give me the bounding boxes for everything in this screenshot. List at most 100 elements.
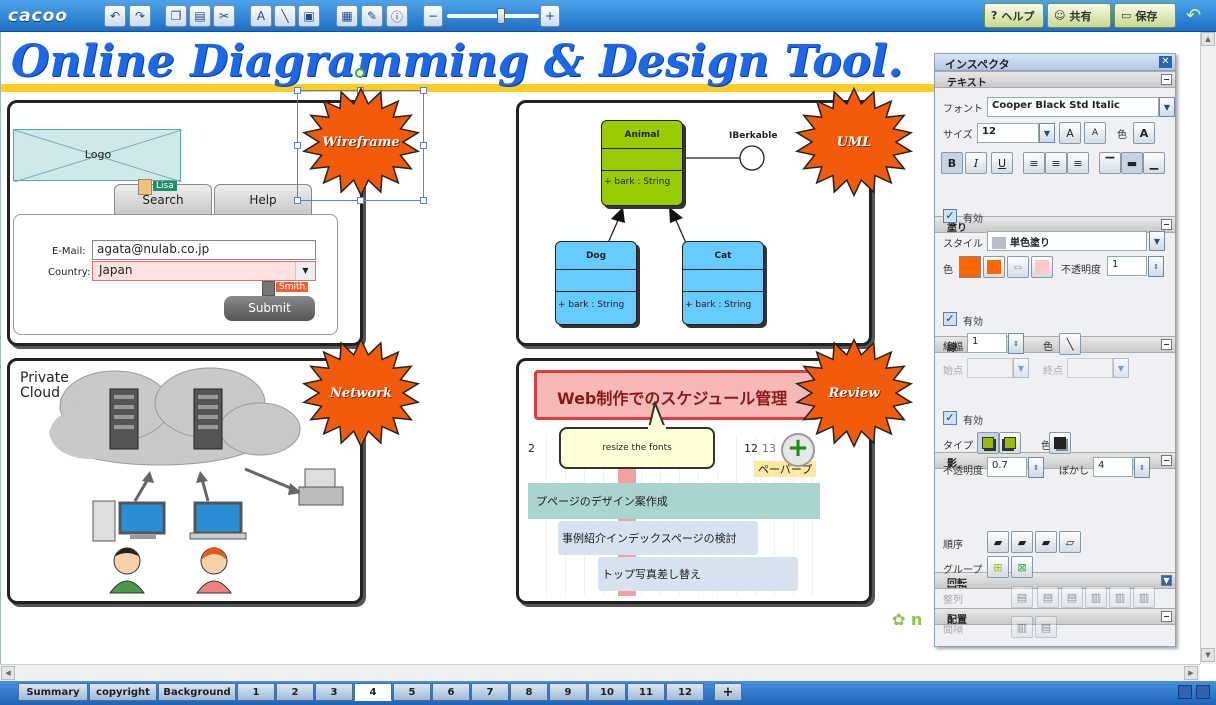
review-header[interactable]: Web制作でのスケジュール管理 <box>534 370 820 420</box>
prev-page-icon[interactable] <box>1178 685 1192 699</box>
undo-icon[interactable]: ↶ <box>104 5 126 27</box>
chevron-down-icon[interactable]: ▼ <box>1039 123 1055 143</box>
scroll-left-icon[interactable]: ◀ <box>1 666 15 680</box>
fill-enabled-checkbox[interactable]: ✓ <box>943 209 957 223</box>
resize-handle[interactable] <box>420 87 427 94</box>
chevron-down-icon[interactable]: ▼ <box>1013 358 1029 378</box>
collapse-icon[interactable]: − <box>1161 455 1172 466</box>
align-center-icon[interactable]: ≡ <box>1045 152 1067 174</box>
collapse-icon[interactable]: − <box>1161 339 1172 350</box>
stencil-icon[interactable]: ▦ <box>336 5 358 27</box>
align-icon[interactable]: ▥ <box>1085 586 1107 608</box>
scroll-up-icon[interactable]: ▲ <box>1201 32 1215 46</box>
bold-icon[interactable]: B <box>941 152 963 174</box>
resize-handle[interactable] <box>294 197 301 204</box>
shadow-type-icon[interactable] <box>999 432 1021 454</box>
page-tab[interactable]: Background <box>158 683 236 701</box>
uml-burst[interactable]: UML <box>790 86 918 198</box>
shadow-color-icon[interactable] <box>1049 432 1071 454</box>
uml-class-dog[interactable]: Dog + bark : String <box>555 241 637 325</box>
logo-placeholder[interactable]: Logo <box>13 129 182 182</box>
chevron-down-icon[interactable]: ▼ <box>1149 231 1165 251</box>
wireframe-panel[interactable]: Logo Search Help Lisa E-Mail: agata@nula… <box>7 100 363 346</box>
section-arrange[interactable]: 配置− <box>935 608 1175 626</box>
share-button[interactable]: ☺共有 <box>1047 3 1111 28</box>
page-tab[interactable]: 12 <box>666 683 704 701</box>
close-icon[interactable]: ✕ <box>1159 56 1172 68</box>
zoom-slider[interactable] <box>447 14 539 18</box>
resize-handle[interactable] <box>420 197 427 204</box>
next-page-icon[interactable] <box>1196 685 1210 699</box>
back-icon[interactable]: ↶ <box>1186 5 1202 26</box>
email-field[interactable]: agata@nulab.co.jp <box>92 240 316 260</box>
scroll-right-icon[interactable]: ▶ <box>1184 666 1198 680</box>
align-icon[interactable]: ▤ <box>1061 586 1083 608</box>
expand-icon[interactable]: ▼ <box>1161 575 1172 586</box>
stepper-icon[interactable]: ⇕ <box>1008 333 1024 354</box>
horizontal-scrollbar[interactable]: ◀ ▶ <box>0 664 1200 681</box>
page-tab[interactable]: 1 <box>237 683 275 701</box>
info-icon[interactable]: ⓘ <box>386 5 408 27</box>
send-backward-icon[interactable]: ▰ <box>1035 531 1057 553</box>
submit-button[interactable]: Submit <box>224 296 315 321</box>
page-tab[interactable]: 3 <box>315 683 353 701</box>
bring-forward-icon[interactable]: ▰ <box>1011 531 1033 553</box>
copy-icon[interactable]: ❐ <box>165 5 187 27</box>
ungroup-icon[interactable]: ⊠ <box>1011 556 1033 578</box>
country-select[interactable]: Japan▼ <box>92 261 316 281</box>
align-icon[interactable]: ▥ <box>1109 586 1131 608</box>
align-icon[interactable]: ▤ <box>1011 586 1033 608</box>
start-point-select[interactable] <box>967 358 1013 378</box>
collapse-icon[interactable]: − <box>1161 611 1172 622</box>
distribute-v-icon[interactable]: ▤ <box>1035 616 1057 638</box>
stepper-icon[interactable]: ⇕ <box>1134 457 1150 478</box>
scroll-down-icon[interactable]: ▼ <box>1201 648 1215 662</box>
zoom-out-icon[interactable]: − <box>423 5 443 27</box>
group-icon[interactable]: ⊞ <box>987 556 1009 578</box>
chevron-down-icon[interactable]: ▼ <box>1113 358 1129 378</box>
image-tool-icon[interactable]: ▣ <box>298 5 320 27</box>
text-color-icon[interactable]: A <box>1133 122 1155 144</box>
line-color-icon[interactable]: ╲ <box>1059 333 1081 355</box>
collapse-icon[interactable]: − <box>1161 74 1172 85</box>
zoom-in-icon[interactable]: + <box>540 5 560 27</box>
paste-icon[interactable]: ▤ <box>189 5 211 27</box>
stepper-icon[interactable]: ⇕ <box>1148 256 1164 277</box>
shadow-type-icon[interactable] <box>977 432 999 454</box>
page-tab[interactable]: 5 <box>393 683 431 701</box>
page-tab[interactable]: Summary <box>18 683 88 701</box>
align-right-icon[interactable]: ≡ <box>1067 152 1089 174</box>
fill-light-icon[interactable] <box>1031 256 1053 278</box>
page-tab[interactable]: 4 <box>354 683 392 701</box>
fill-style-select[interactable]: 単色塗り <box>987 231 1147 251</box>
resize-handle[interactable] <box>294 142 301 149</box>
line-enabled-checkbox[interactable]: ✓ <box>943 312 957 326</box>
section-text[interactable]: テキスト− <box>935 71 1175 89</box>
font-select[interactable]: Cooper Black Std Italic <box>987 97 1159 117</box>
chevron-down-icon[interactable]: ▼ <box>1159 97 1175 117</box>
send-back-icon[interactable]: ▱ <box>1059 531 1081 553</box>
underline-icon[interactable]: U <box>991 152 1013 174</box>
save-button[interactable]: ▭保存 <box>1114 3 1176 28</box>
page-tab[interactable]: copyright <box>89 683 157 701</box>
zoom-slider-thumb[interactable] <box>497 8 505 24</box>
align-icon[interactable]: ▤ <box>1037 586 1059 608</box>
resize-handle[interactable] <box>420 142 427 149</box>
page-tab[interactable]: 8 <box>510 683 548 701</box>
font-shrink-icon[interactable]: A <box>1084 122 1106 144</box>
valign-bottom-icon[interactable]: ▁ <box>1143 152 1165 174</box>
help-button[interactable]: ?ヘルプ <box>984 3 1044 28</box>
network-panel[interactable]: Private Cloud <box>7 358 363 604</box>
comment-bubble[interactable]: resize the fonts <box>559 427 715 469</box>
page-tab[interactable]: 10 <box>588 683 626 701</box>
cut-icon[interactable]: ✂ <box>213 5 235 27</box>
font-grow-icon[interactable]: A <box>1059 122 1081 144</box>
gradient-icon[interactable]: ⇔ <box>1007 256 1029 278</box>
fill-color-swatch[interactable] <box>959 256 981 278</box>
rotate-handle[interactable] <box>355 68 365 78</box>
line-tool-icon[interactable]: ╲ <box>274 5 296 27</box>
redo-icon[interactable]: ↷ <box>129 5 151 27</box>
review-burst[interactable]: Review <box>790 337 918 449</box>
collapse-icon[interactable]: − <box>1161 219 1172 230</box>
align-icon[interactable]: ▥ <box>1133 586 1155 608</box>
